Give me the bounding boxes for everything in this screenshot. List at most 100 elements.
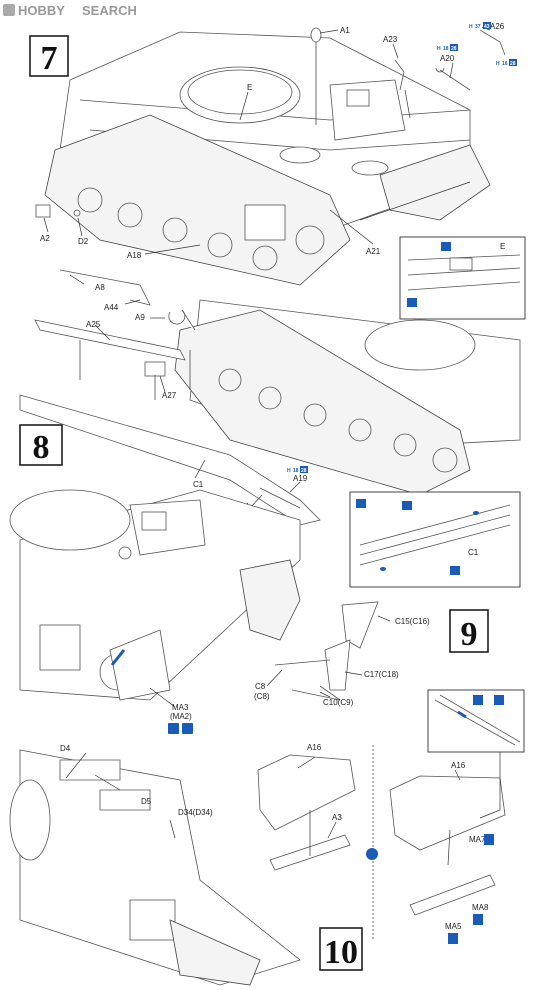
cement-icon <box>473 914 483 925</box>
tank-hull-drawing <box>9 489 301 701</box>
part-a23-drawing <box>394 59 405 91</box>
svg-text:43: 43 <box>484 24 490 30</box>
svg-text:H: H <box>469 24 473 30</box>
step-number-box <box>29 35 69 77</box>
step-number: 9 <box>461 616 478 653</box>
label-inset-c1: C1 <box>468 548 479 557</box>
step-7: 7 <box>29 22 526 320</box>
detail-inset-e: E <box>399 236 526 320</box>
step-number: 8 <box>33 429 50 466</box>
part-c17-drawing <box>324 639 351 691</box>
detail-inset-brush <box>427 689 525 819</box>
svg-text:18: 18 <box>443 46 449 52</box>
label-a8: A8 <box>95 283 105 292</box>
step-10: 10 D4 D5 D34(D34) A16 A3 A16 MA7 MA8 MA5 <box>9 689 525 986</box>
glue-icon <box>407 298 417 307</box>
step-9: 9 C15(C16) C17(C18) C8 (C8) C10(C9) MA3 … <box>9 489 489 734</box>
svg-text:37: 37 <box>475 24 481 30</box>
label-a3: A3 <box>332 813 342 822</box>
label-a9: A9 <box>135 313 145 322</box>
part-ma-rail-drawing <box>409 874 496 916</box>
label-ma7: MA7 <box>469 835 486 844</box>
label-a1: A1 <box>340 26 350 35</box>
label-a26: A26 <box>490 22 505 31</box>
svg-text:H: H <box>437 46 441 52</box>
glue-icon <box>494 695 504 705</box>
label-a18: A18 <box>127 251 142 260</box>
logo-brand: HOBBY <box>18 3 65 18</box>
step-number: 7 <box>41 40 58 77</box>
label-c17: C17(C18) <box>364 670 399 679</box>
label-d4: D4 <box>60 744 71 753</box>
step-number-box <box>19 424 63 466</box>
label-a21: A21 <box>366 247 381 256</box>
part-a9-drawing <box>168 309 196 331</box>
label-a16b: A16 <box>451 761 466 770</box>
label-d2: D2 <box>78 237 89 246</box>
svg-text:18: 18 <box>293 468 299 474</box>
cement-icon <box>441 242 451 251</box>
part-a20-drawing <box>435 67 471 91</box>
label-ma3: MA3 <box>172 703 189 712</box>
tank-hull-drawing <box>44 31 491 286</box>
step-number: 10 <box>324 934 358 971</box>
label-a27: A27 <box>162 391 177 400</box>
part-c8-drawing <box>274 659 331 666</box>
label-a23: A23 <box>383 35 398 44</box>
label-a25: A25 <box>86 320 101 329</box>
part-a1-drawing <box>310 27 322 43</box>
tank-hull-drawing <box>9 749 301 986</box>
cement-icon <box>168 723 179 734</box>
flip-icon <box>366 848 378 860</box>
svg-text:H: H <box>287 468 291 474</box>
label-a44: A44 <box>104 303 119 312</box>
label-c1: C1 <box>193 480 204 489</box>
part-c1-drawing <box>19 394 321 526</box>
label-a19: A19 <box>293 474 308 483</box>
svg-text:28: 28 <box>451 46 457 52</box>
part-c10-drawing <box>291 685 341 701</box>
label-c15: C15(C16) <box>395 617 430 626</box>
cement-icon <box>402 501 412 510</box>
label-a20: A20 <box>440 54 455 63</box>
brush-mark <box>110 649 126 666</box>
label-a2: A2 <box>40 234 50 243</box>
glue-icon <box>356 499 366 508</box>
step-number-box <box>319 927 363 971</box>
label-ma5: MA5 <box>445 922 462 931</box>
label-inset-e: E <box>500 242 505 251</box>
logo-site: SEARCH <box>82 3 137 18</box>
part-d2-drawing <box>73 209 81 217</box>
cement-icon <box>448 933 458 944</box>
hobbysearch-logo: HOBBY SEARCH <box>3 3 137 18</box>
brush-icon <box>473 695 483 705</box>
label-ma8: MA8 <box>472 903 489 912</box>
part-a27-drawing <box>144 361 166 377</box>
label-a16: A16 <box>307 743 322 752</box>
step-number-box <box>449 609 489 653</box>
part-a19-drawing <box>259 487 301 509</box>
part-a8-drawing <box>59 269 151 306</box>
tank-hull-drawing <box>174 299 521 496</box>
label-c8: C8 <box>255 682 266 691</box>
step-8: 8 A8 A44 A9 A25 A27 C1 A19 K4 <box>19 269 521 588</box>
cement-icon <box>484 834 494 845</box>
part-a26-drawing <box>479 29 506 56</box>
label-e: E <box>247 83 252 92</box>
svg-text:H: H <box>496 61 500 67</box>
cement-icon <box>450 566 460 575</box>
detail-inset-c1: C1 <box>349 491 521 588</box>
part-a16b-drawing <box>389 775 506 851</box>
svg-text:28: 28 <box>510 61 516 67</box>
svg-text:28: 28 <box>301 468 307 474</box>
svg-text:16: 16 <box>502 61 508 67</box>
label-ma2: (MA2) <box>170 712 192 721</box>
part-c15-drawing <box>341 601 379 649</box>
flip-icon <box>182 723 193 734</box>
part-a2-drawing <box>35 204 51 218</box>
